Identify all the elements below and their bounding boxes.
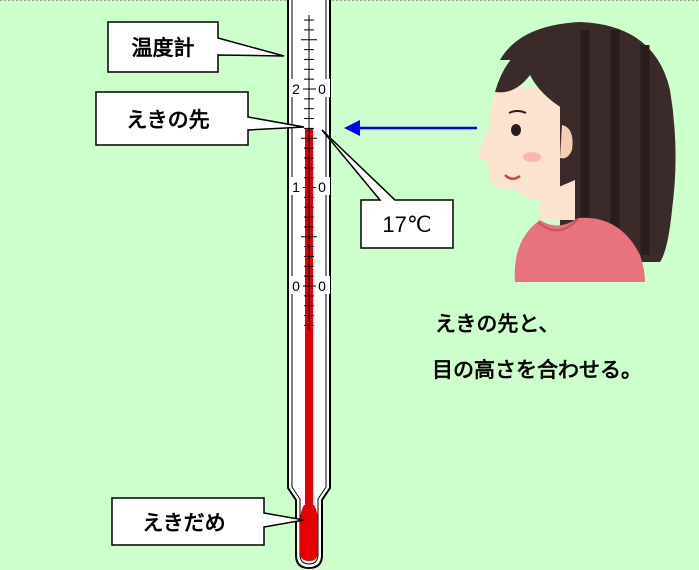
instruction-line-2: 目の高さを合わせる。 [432,358,642,382]
scale-label-00: 0 0 [289,276,330,294]
callout-bulb-frame [111,497,305,546]
callout-reading: 17℃ [321,129,454,249]
thermometer: 2 0 1 0 0 0 2 0 [287,0,331,570]
callout-bulb: えきだめ [111,497,305,546]
ear [560,125,573,159]
eye [511,124,521,136]
eyebrow [508,110,527,114]
hair-fringe [495,32,565,110]
scale-label-20-left: 2 [292,81,300,97]
callout-bulb-text: えきだめ [142,511,225,535]
thermometer-inner-outline [291,0,327,565]
scale-label-00-right: 0 [318,278,326,294]
instruction-line-1: えきの先と、 [435,312,560,336]
callout-liquid-tip-text: えきの先 [126,108,209,132]
callout-thermometer-text: 温度計 [132,36,195,60]
scale-label-10-left: 1 [292,179,300,195]
cheek [523,152,541,162]
hair-stripes [580,30,650,258]
callout-reading-text: 17℃ [382,212,431,237]
scale-label-10-right: 0 [318,179,326,195]
scale-label-20-right: 0 [318,81,326,97]
callout-thermometer-frame [107,21,285,73]
collar [537,218,579,232]
face [477,88,560,200]
sight-line-arrow [344,120,477,136]
scale-label-20: 2 0 [289,79,330,97]
liquid-bulb [300,505,318,561]
shirt [514,217,645,282]
mouth [504,174,521,180]
scale-label-10: 1 0 [289,177,330,195]
callout-thermometer: 温度計 [107,21,285,73]
person-profile-icon [477,22,676,282]
callout-liquid-tip: えきの先 [95,91,305,146]
callout-liquid-tip-frame [95,91,305,146]
callout-reading-frame [321,129,454,249]
scale-label-00-left: 0 [292,278,300,294]
neck [540,180,575,220]
